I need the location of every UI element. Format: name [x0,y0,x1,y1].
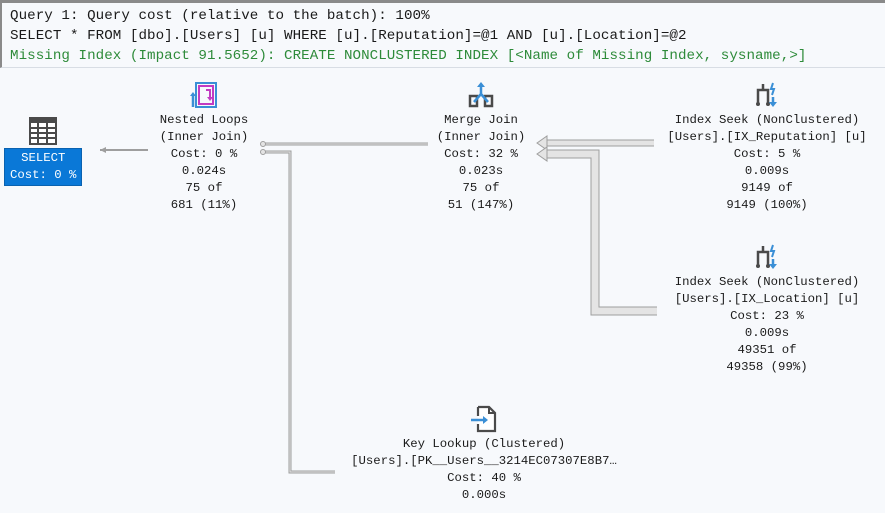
node-subtitle: (Inner Join) [159,130,249,144]
node-time: 0.023s [458,164,504,178]
node-time: 0.009s [744,164,790,178]
node-cost: Cost: 0 % [10,168,77,182]
merge-join-icon [468,82,494,108]
node-object: [Users].[IX_Reputation] [u] [667,130,867,144]
arrow-merge-join-to-nested-loops[interactable] [260,141,429,147]
node-object: [Users].[PK__Users__3214EC07307E8B7… [351,454,617,468]
index-seek-icon [756,82,777,107]
node-time: 0.009s [744,326,790,340]
node-time: 0.000s [461,488,507,502]
node-estimated-rows: 51 (147%) [447,198,515,212]
nested-loops-icon [190,82,217,108]
arrow-index-seek-location-to-merge-join[interactable] [536,146,657,316]
plan-node-index-seek-location[interactable]: Index Seek (NonClustered) [Users].[IX_Lo… [662,242,872,376]
node-actual-rows: 49351 of [737,343,797,357]
plan-node-select[interactable]: SELECT Cost: 0 % [4,116,83,186]
node-actual-rows: 75 of [462,181,500,195]
node-name: Index Seek (NonClustered) [674,275,860,289]
node-object: [Users].[IX_Location] [u] [674,292,860,306]
arrow-nested-loops-to-select[interactable] [100,147,148,153]
node-time: 0.024s [181,164,227,178]
node-estimated-rows: 49358 (99%) [726,360,808,374]
index-seek-icon [756,244,777,269]
plan-node-nested-loops[interactable]: Nested Loops (Inner Join) Cost: 0 % 0.02… [148,80,260,214]
arrow-index-seek-reputation-to-merge-join[interactable] [536,135,654,151]
node-cost: Cost: 5 % [733,147,801,161]
node-name: SELECT [21,151,66,165]
node-name: Merge Join [444,113,518,127]
node-name: Index Seek (NonClustered) [674,113,860,127]
arrow-key-lookup-to-nested-loops[interactable] [260,149,336,474]
node-name: Nested Loops [159,113,249,127]
plan-node-index-seek-reputation[interactable]: Index Seek (NonClustered) [Users].[IX_Re… [655,80,879,214]
node-cost: Cost: 40 % [447,471,521,485]
node-estimated-rows: 681 (11%) [170,198,238,212]
node-estimated-rows: 9149 (100%) [726,198,808,212]
key-lookup-icon [471,405,497,433]
node-name: Key Lookup (Clustered) [402,437,566,451]
plan-node-merge-join[interactable]: Merge Join (Inner Join) Cost: 32 % 0.023… [426,80,536,214]
node-subtitle: (Inner Join) [436,130,526,144]
select-node-label[interactable]: SELECT Cost: 0 % [4,148,83,186]
query-cost-line: Query 1: Query cost (relative to the bat… [10,8,430,24]
plan-connectors [100,135,657,474]
node-actual-rows: 9149 of [741,181,793,195]
execution-plan-canvas: SELECT Cost: 0 % Nested Loops (Inner Joi… [0,68,885,513]
sql-statement-line: SELECT * FROM [dbo].[Users] [u] WHERE [u… [10,28,687,44]
missing-index-hint[interactable]: Missing Index (Impact 91.5652): CREATE N… [10,48,807,64]
node-actual-rows: 75 of [185,181,223,195]
node-cost: Cost: 23 % [730,309,804,323]
result-grid-icon [29,117,58,145]
node-cost: Cost: 0 % [170,147,238,161]
node-cost: Cost: 32 % [444,147,518,161]
query-header: Query 1: Query cost (relative to the bat… [0,0,885,68]
plan-node-key-lookup[interactable]: Key Lookup (Clustered) [Users].[PK__User… [334,404,634,504]
